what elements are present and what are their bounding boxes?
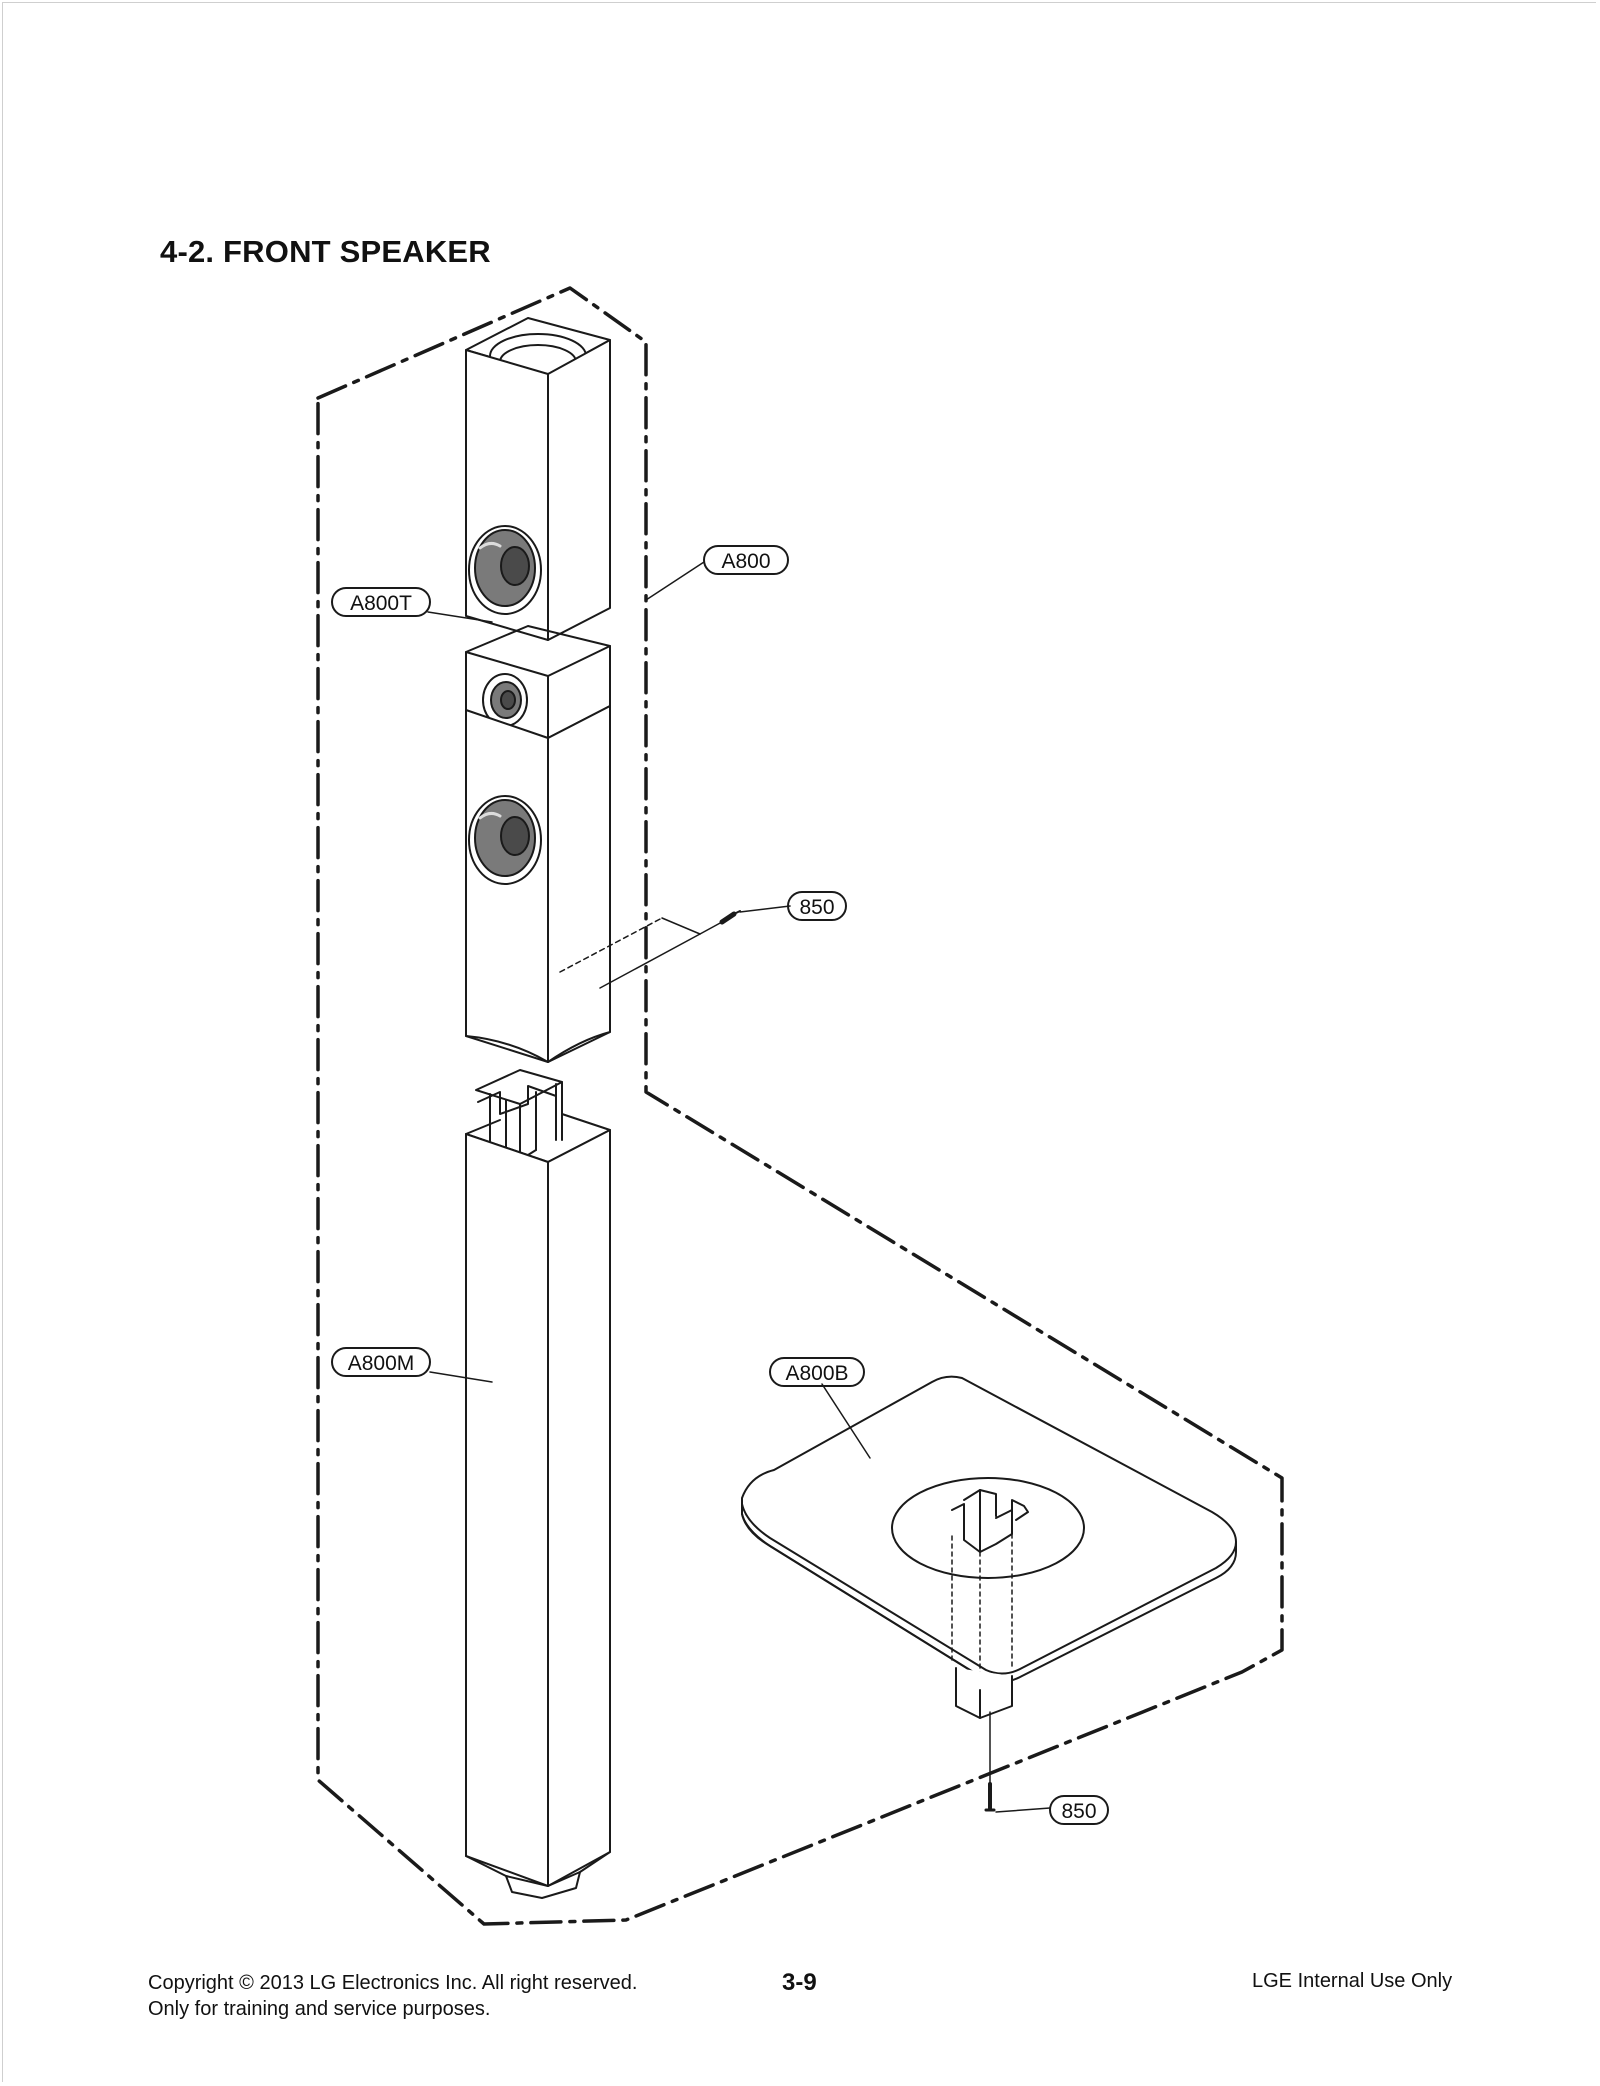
- footer-copyright: Copyright © 2013 LG Electronics Inc. All…: [148, 1972, 638, 1994]
- screw-bottom-icon: [984, 1782, 996, 1812]
- tweeter-driver: [482, 673, 528, 727]
- callout-a800m-label: A800M: [348, 1352, 415, 1375]
- callout-850-top-bubble: [787, 891, 847, 921]
- middle-column: [465, 1069, 611, 1899]
- callout-850-bottom-label: 850: [1061, 1800, 1096, 1823]
- leader-a800t: [427, 611, 493, 623]
- callout-850-bottom-bubble: [1049, 1795, 1109, 1825]
- callout-850-top-label: 850: [799, 896, 834, 919]
- callout-a800b-label: A800B: [785, 1362, 848, 1385]
- callout-a800b-bubble: [769, 1357, 865, 1387]
- screw-top-icon: [719, 910, 741, 925]
- top-speaker-unit: [465, 317, 723, 1063]
- leader-850-bottom: [995, 1807, 1051, 1813]
- footer-copyright-block: Copyright © 2013 LG Electronics Inc. All…: [148, 1970, 637, 2022]
- leader-a800b: [821, 1383, 871, 1459]
- callout-a800-bubble: [703, 545, 789, 575]
- woofer-driver-lower: [468, 795, 542, 885]
- callout-a800t-label: A800T: [350, 592, 412, 615]
- assembly-boundary: [316, 286, 1284, 1926]
- leader-850-top: [739, 905, 791, 913]
- callout-a800m-bubble: [331, 1347, 431, 1377]
- callout-a800-label: A800: [721, 550, 770, 573]
- footer-internal-note: LGE Internal Use Only: [1252, 1970, 1453, 1992]
- leader-a800: [645, 561, 705, 601]
- footer-purpose: Only for training and service purposes.: [148, 1998, 491, 2020]
- page-number: 3-9: [782, 1969, 817, 1996]
- leader-a800m: [429, 1371, 493, 1383]
- woofer-driver-upper: [468, 525, 542, 615]
- callout-a800t-bubble: [331, 587, 431, 617]
- section-title: 4-2. FRONT SPEAKER: [160, 234, 491, 269]
- base-plate: [741, 1375, 1237, 1807]
